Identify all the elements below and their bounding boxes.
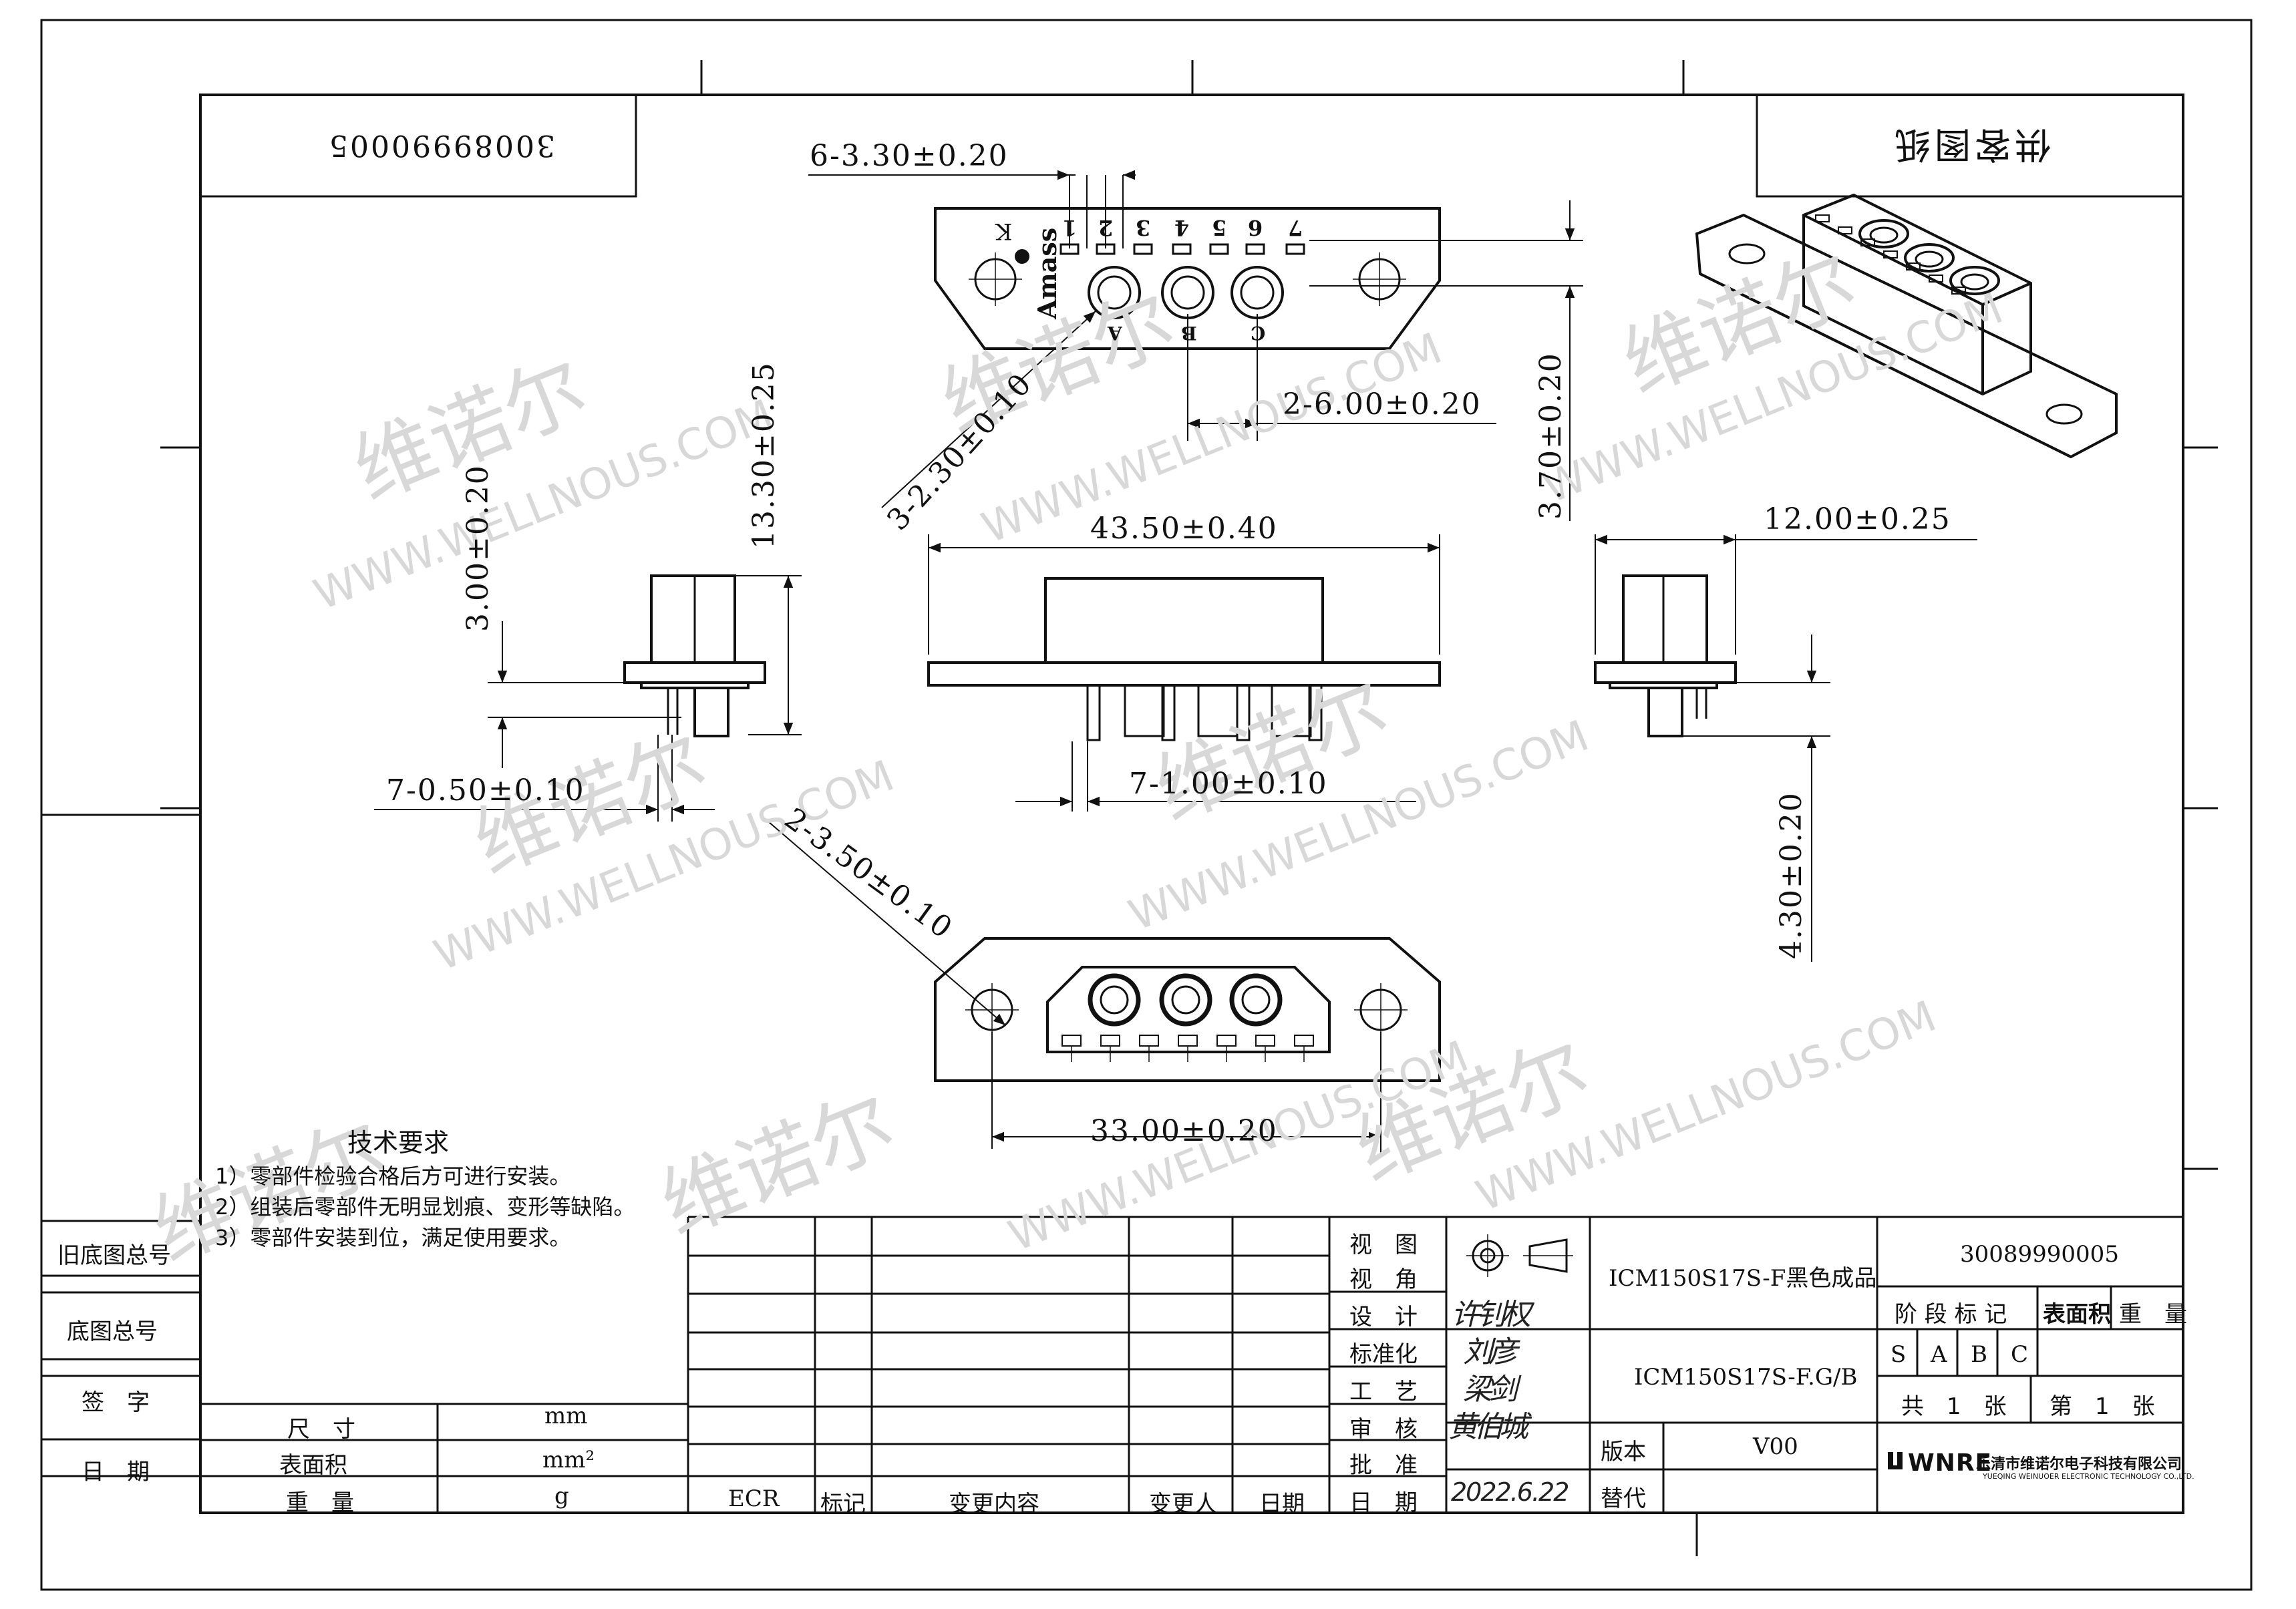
company-name-en: YUEQING WEINUOER ELECTRONIC TECHNOLOGY C… [1983,1472,2194,1481]
tech-req-item: 2）组装后零部件无明显划痕、变形等缺陷。 [215,1194,635,1220]
top-view-center [927,577,1441,741]
weight-label: 重 量 [286,1489,354,1516]
drawing-name: ICM150S17S-F.G/B [1634,1364,1858,1391]
approval-review-label: 审 核 [1349,1416,1418,1443]
signature-designer: 许钊权 [1451,1298,1531,1332]
tech-req-title: 技术要求 [347,1128,450,1157]
dim-33.00: 33.00±0.20 [1090,1114,1278,1148]
approval-approve-label: 批 准 [1349,1452,1418,1479]
version-label: 版本 [1601,1439,1646,1465]
outer-border [40,19,2253,1591]
size-label: 尺 寸 [287,1416,355,1443]
projection-symbol [1466,1234,1573,1277]
approval-date-label: 日 期 [1349,1489,1418,1516]
version-value: V00 [1753,1433,1798,1460]
signature-date: 2022.6.22 [1451,1477,1569,1507]
signature-reviewer: 黄伯城 [1448,1410,1528,1444]
isometric-view [1695,193,2118,459]
drawing-no-label: 底图总号 [67,1318,158,1345]
brand-logo-text: Amass [1032,227,1062,319]
signature-standard: 刘彦 [1463,1335,1518,1369]
weight-label-right: 重 量 [2119,1301,2187,1328]
pin-number-6: 6 [1248,215,1263,240]
product-name: ICM150S17S-F黑色成品 [1609,1265,1877,1292]
old-drawing-no-label: 旧底图总号 [57,1242,171,1269]
stamp-box [1756,94,2184,198]
dim-3.70: 3.70±0.20 [1534,352,1568,520]
stage-s: S [1891,1341,1907,1368]
side-view-left [623,574,766,737]
size-value: mm [544,1403,588,1429]
approval-standard-label: 标准化 [1349,1341,1418,1368]
pin-number-2: 2 [1098,215,1114,240]
part-number-mirrored: 30089990005 [327,128,555,162]
rev-header-date: 日期 [1259,1491,1305,1517]
company-name-cn: 乐清市维诺尔电子科技有限公司 [1976,1456,2182,1473]
corner-mark: K [995,218,1013,244]
signature-label: 签 字 [81,1389,150,1416]
total-sheets: 共 1 张 [1901,1393,2007,1420]
rev-header-mark: 标记 [820,1491,866,1517]
dim-6-3.30: 6-3.30±0.20 [810,139,1009,173]
company-logo: WNRE [1908,1449,1993,1477]
pin-number-4: 4 [1174,215,1190,240]
dim-13.30: 13.30±0.25 [747,361,781,549]
pin-number-7: 7 [1288,215,1303,240]
signature-process: 梁剑 [1463,1373,1518,1407]
stage-b: B [1971,1341,1987,1368]
dim-12.00: 12.00±0.25 [1764,502,1951,536]
dim-3.00: 3.00±0.20 [461,464,495,632]
tech-req-item: 1）零部件检验合格后方可进行安装。 [215,1164,571,1189]
sheet-number: 第 1 张 [2049,1393,2155,1420]
approval-view-label: 视 图 [1349,1232,1418,1258]
stage-label: 阶 段 标 记 [1895,1301,2007,1328]
bottom-view [934,937,1441,1082]
stage-a: A [1931,1341,1947,1368]
surface-label: 表面积 [2043,1301,2111,1328]
dim-7-1.00: 7-1.00±0.10 [1129,767,1328,801]
title-block-lines [41,814,2183,1513]
pin-number-3: 3 [1136,215,1151,240]
rev-header-ecr: ECR [728,1485,780,1512]
pin-number-5: 5 [1212,215,1227,240]
cavity-label-b: B [1181,322,1197,344]
approval-angle-label: 视 角 [1349,1266,1418,1293]
dim-2-6.00: 2-6.00±0.20 [1283,387,1482,421]
cavity-label-c: C [1251,322,1266,344]
dim-43.50: 43.50±0.40 [1090,512,1278,546]
drawing-stamp-mirrored: 供客图纸 [1891,124,2051,166]
date-label: 日 期 [81,1459,150,1485]
approval-design-label: 设 计 [1349,1304,1418,1330]
rev-header-content: 变更内容 [949,1491,1039,1517]
cavity-label-a: A [1108,322,1122,344]
rev-header-changer: 变更人 [1149,1491,1217,1517]
approval-process-label: 工 艺 [1349,1379,1418,1405]
weight-value: g [554,1483,569,1509]
surface-area-label: 表面积 [279,1452,347,1479]
pin-number-1: 1 [1062,215,1078,240]
side-view-right [1594,574,1737,737]
part-number: 30089990005 [1960,1241,2119,1268]
replace-label: 替代 [1601,1485,1646,1512]
tech-req-item: 3）零部件安装到位，满足使用要求。 [215,1225,571,1250]
part-no-box [199,94,637,198]
dim-4.30: 4.30±0.20 [1774,791,1808,959]
stage-c: C [2011,1341,2029,1368]
surface-area-value: mm² [542,1447,595,1473]
company-logo-mark [1888,1452,1903,1469]
dim-7-0.50: 7-0.50±0.10 [386,773,585,808]
